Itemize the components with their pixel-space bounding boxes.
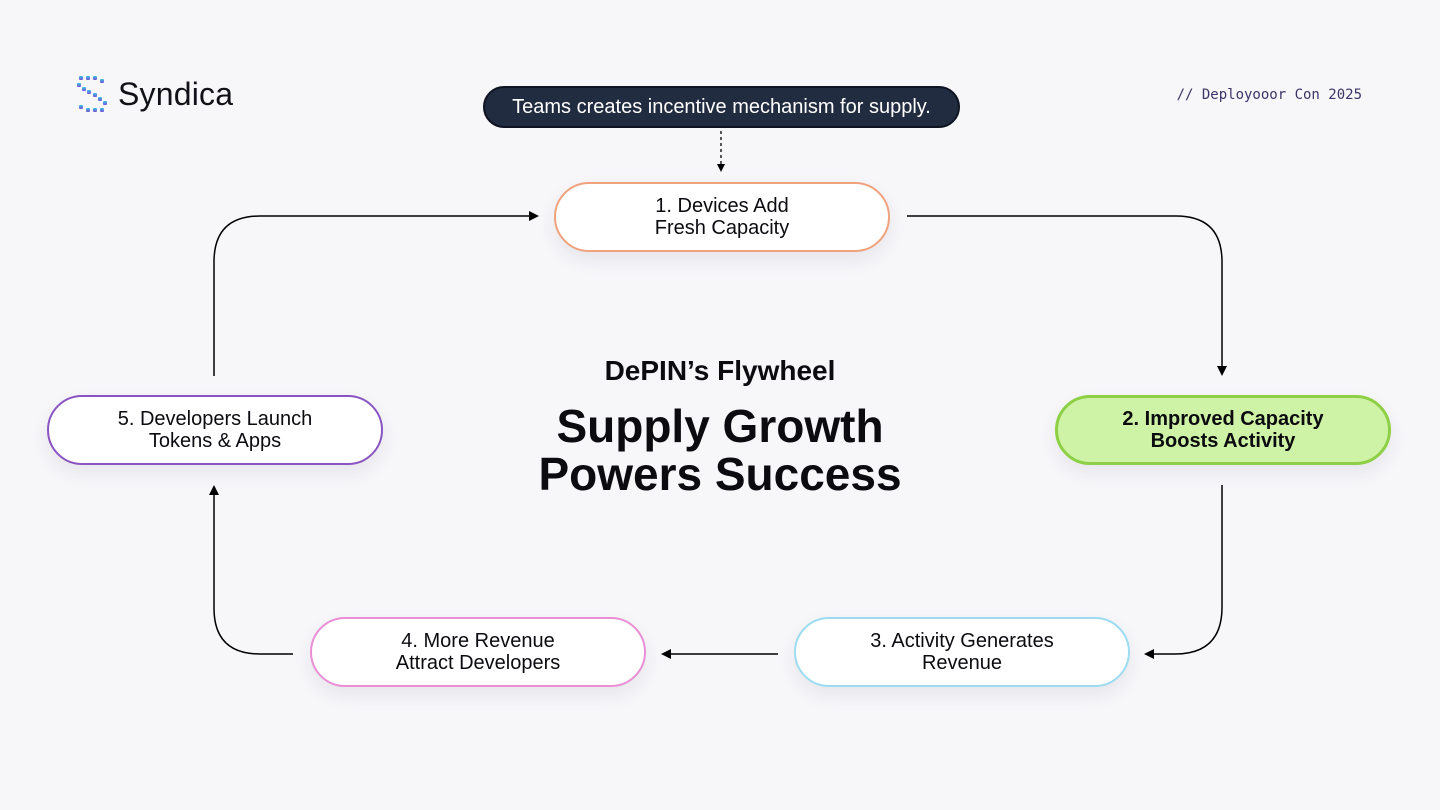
- brand-logo: Syndica: [76, 74, 233, 114]
- diagram-subtitle: DePIN’s Flywheel: [604, 355, 836, 386]
- step-label-line1: 4. More Revenue: [401, 630, 555, 652]
- step-label-line1: 1. Devices Add: [655, 195, 789, 217]
- title-line2: Powers Success: [538, 448, 902, 500]
- arrow-step4-to-step5: [209, 485, 293, 655]
- arrow-step5-to-step1: [213, 211, 539, 376]
- step-label-line2: Fresh Capacity: [654, 217, 790, 239]
- syndica-logo-icon: [77, 76, 107, 112]
- step-devices-add-capacity: 1. Devices Add Fresh Capacity: [554, 182, 890, 252]
- brand-name: Syndica: [118, 75, 234, 112]
- incentive-callout: Teams creates incentive mechanism for su…: [483, 86, 960, 128]
- diagram-title: Supply Growth Powers Success: [470, 402, 970, 498]
- arrow-step2-to-step3: [1144, 485, 1223, 659]
- step-activity-generates-revenue: 3. Activity Generates Revenue: [794, 617, 1130, 687]
- step-label-line2: Boosts Activity: [1150, 430, 1296, 452]
- event-tag: // Deployooor Con 2025: [1176, 87, 1362, 103]
- step-revenue-attracts-developers: 4. More Revenue Attract Developers: [310, 617, 646, 687]
- step-improved-capacity: 2. Improved Capacity Boosts Activity: [1055, 395, 1391, 465]
- title-line1: Supply Growth: [556, 400, 884, 452]
- step-label-line2: Revenue: [921, 652, 1003, 674]
- arrow-step1-to-step2: [907, 215, 1227, 376]
- step-label-line2: Attract Developers: [395, 652, 561, 674]
- step-developers-launch: 5. Developers Launch Tokens & Apps: [47, 395, 383, 465]
- step-label-line1: 5. Developers Launch: [117, 408, 313, 430]
- step-label-line2: Tokens & Apps: [148, 430, 282, 452]
- step-label-line1: 3. Activity Generates: [870, 630, 1054, 652]
- step-label-line1: 2. Improved Capacity: [1122, 408, 1324, 430]
